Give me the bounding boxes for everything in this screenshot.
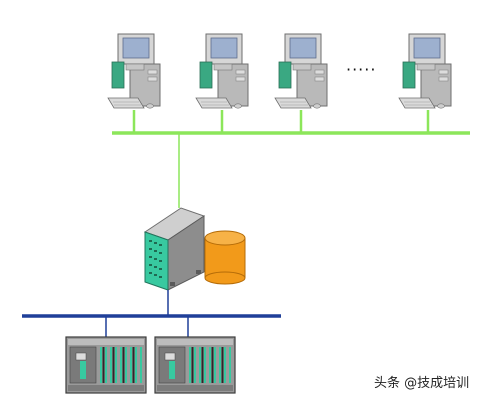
watermark-text: 头条 @技成培训 — [374, 376, 470, 391]
database-cylinder-icon — [204, 230, 246, 285]
client-computer-2-icon — [195, 33, 249, 109]
rack-cabinet-1-icon — [65, 336, 147, 394]
more-clients-ellipsis: ····· — [346, 60, 377, 79]
client-computer-3-icon — [274, 33, 328, 109]
rack-cabinet-2-icon — [154, 336, 236, 394]
client-computer-1-icon — [107, 33, 161, 109]
client-drop-lines — [132, 110, 430, 133]
server-tower-icon — [143, 207, 206, 291]
client-computer-4-icon — [398, 33, 452, 109]
rack-drop-lines — [105, 316, 189, 337]
